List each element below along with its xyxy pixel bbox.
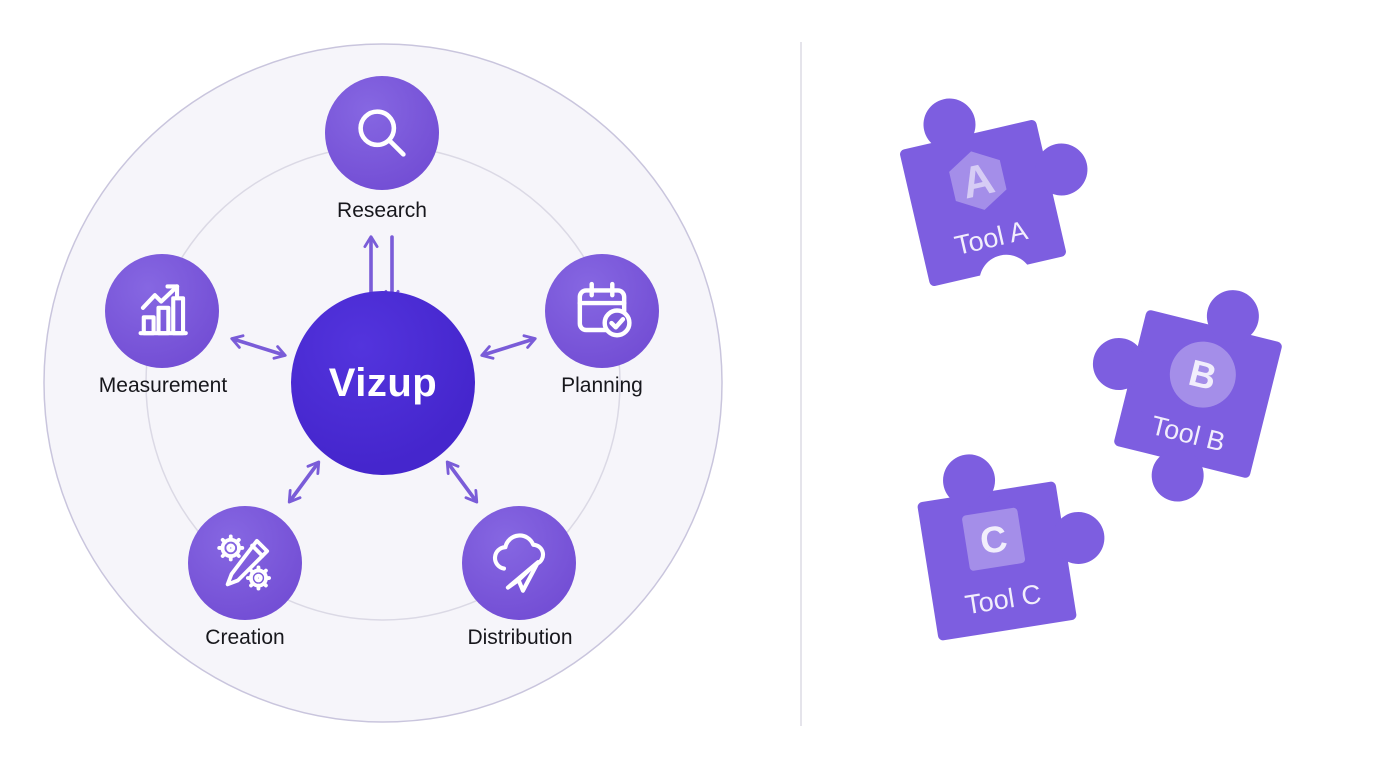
puzzle-tool-b: B Tool B: [1092, 290, 1282, 502]
node-planning: [545, 254, 659, 368]
node-distribution: [462, 506, 576, 620]
puzzle-knob-top: [943, 454, 996, 507]
calendar-check-icon: [577, 281, 632, 338]
arrow-distribution: [445, 460, 479, 504]
puzzle-tool-a: A Tool A: [900, 98, 1088, 309]
section-divider: [800, 42, 802, 726]
cloud-send-icon: [492, 533, 546, 593]
puzzle-knob-left: [1092, 337, 1145, 390]
pencil-gears-icon: [217, 534, 271, 591]
hexagon-badge: [949, 151, 1007, 210]
arrow-creation: [287, 460, 321, 504]
arrow-measurement: [230, 334, 287, 360]
node-measurement: [105, 254, 219, 368]
node-label-measurement: Measurement: [98, 374, 228, 397]
puzzle-knob-top: [1206, 290, 1259, 343]
puzzle-notch-bottom: [979, 254, 1034, 309]
puzzle-knob-top: [923, 98, 976, 151]
arrow-planning: [480, 334, 537, 360]
node-label-planning: Planning: [561, 374, 643, 397]
node-label-creation: Creation: [205, 626, 285, 649]
puzzle-knob-right: [1052, 511, 1105, 564]
bar-chart-icon: [138, 284, 188, 336]
hub-vizup: Vizup: [291, 291, 475, 475]
hub-spoke-arrows: [230, 235, 537, 504]
hub-label: Vizup: [328, 360, 438, 405]
node-creation: [188, 506, 302, 620]
puzzle-knob-right: [1035, 143, 1088, 196]
vizup-cycle-diagram: Vizup Research Measurement: [43, 43, 723, 723]
node-label-research: Research: [337, 199, 427, 222]
square-badge: [962, 507, 1026, 571]
puzzle-tool-c: C Tool C: [917, 454, 1105, 641]
puzzle-knob-bottom: [1151, 449, 1204, 502]
node-label-distribution: Distribution: [467, 626, 573, 649]
circle-badge: [1169, 341, 1236, 408]
badge-letter-c: C: [977, 517, 1010, 562]
node-research: [325, 76, 439, 190]
magnifier-icon: [358, 109, 406, 157]
